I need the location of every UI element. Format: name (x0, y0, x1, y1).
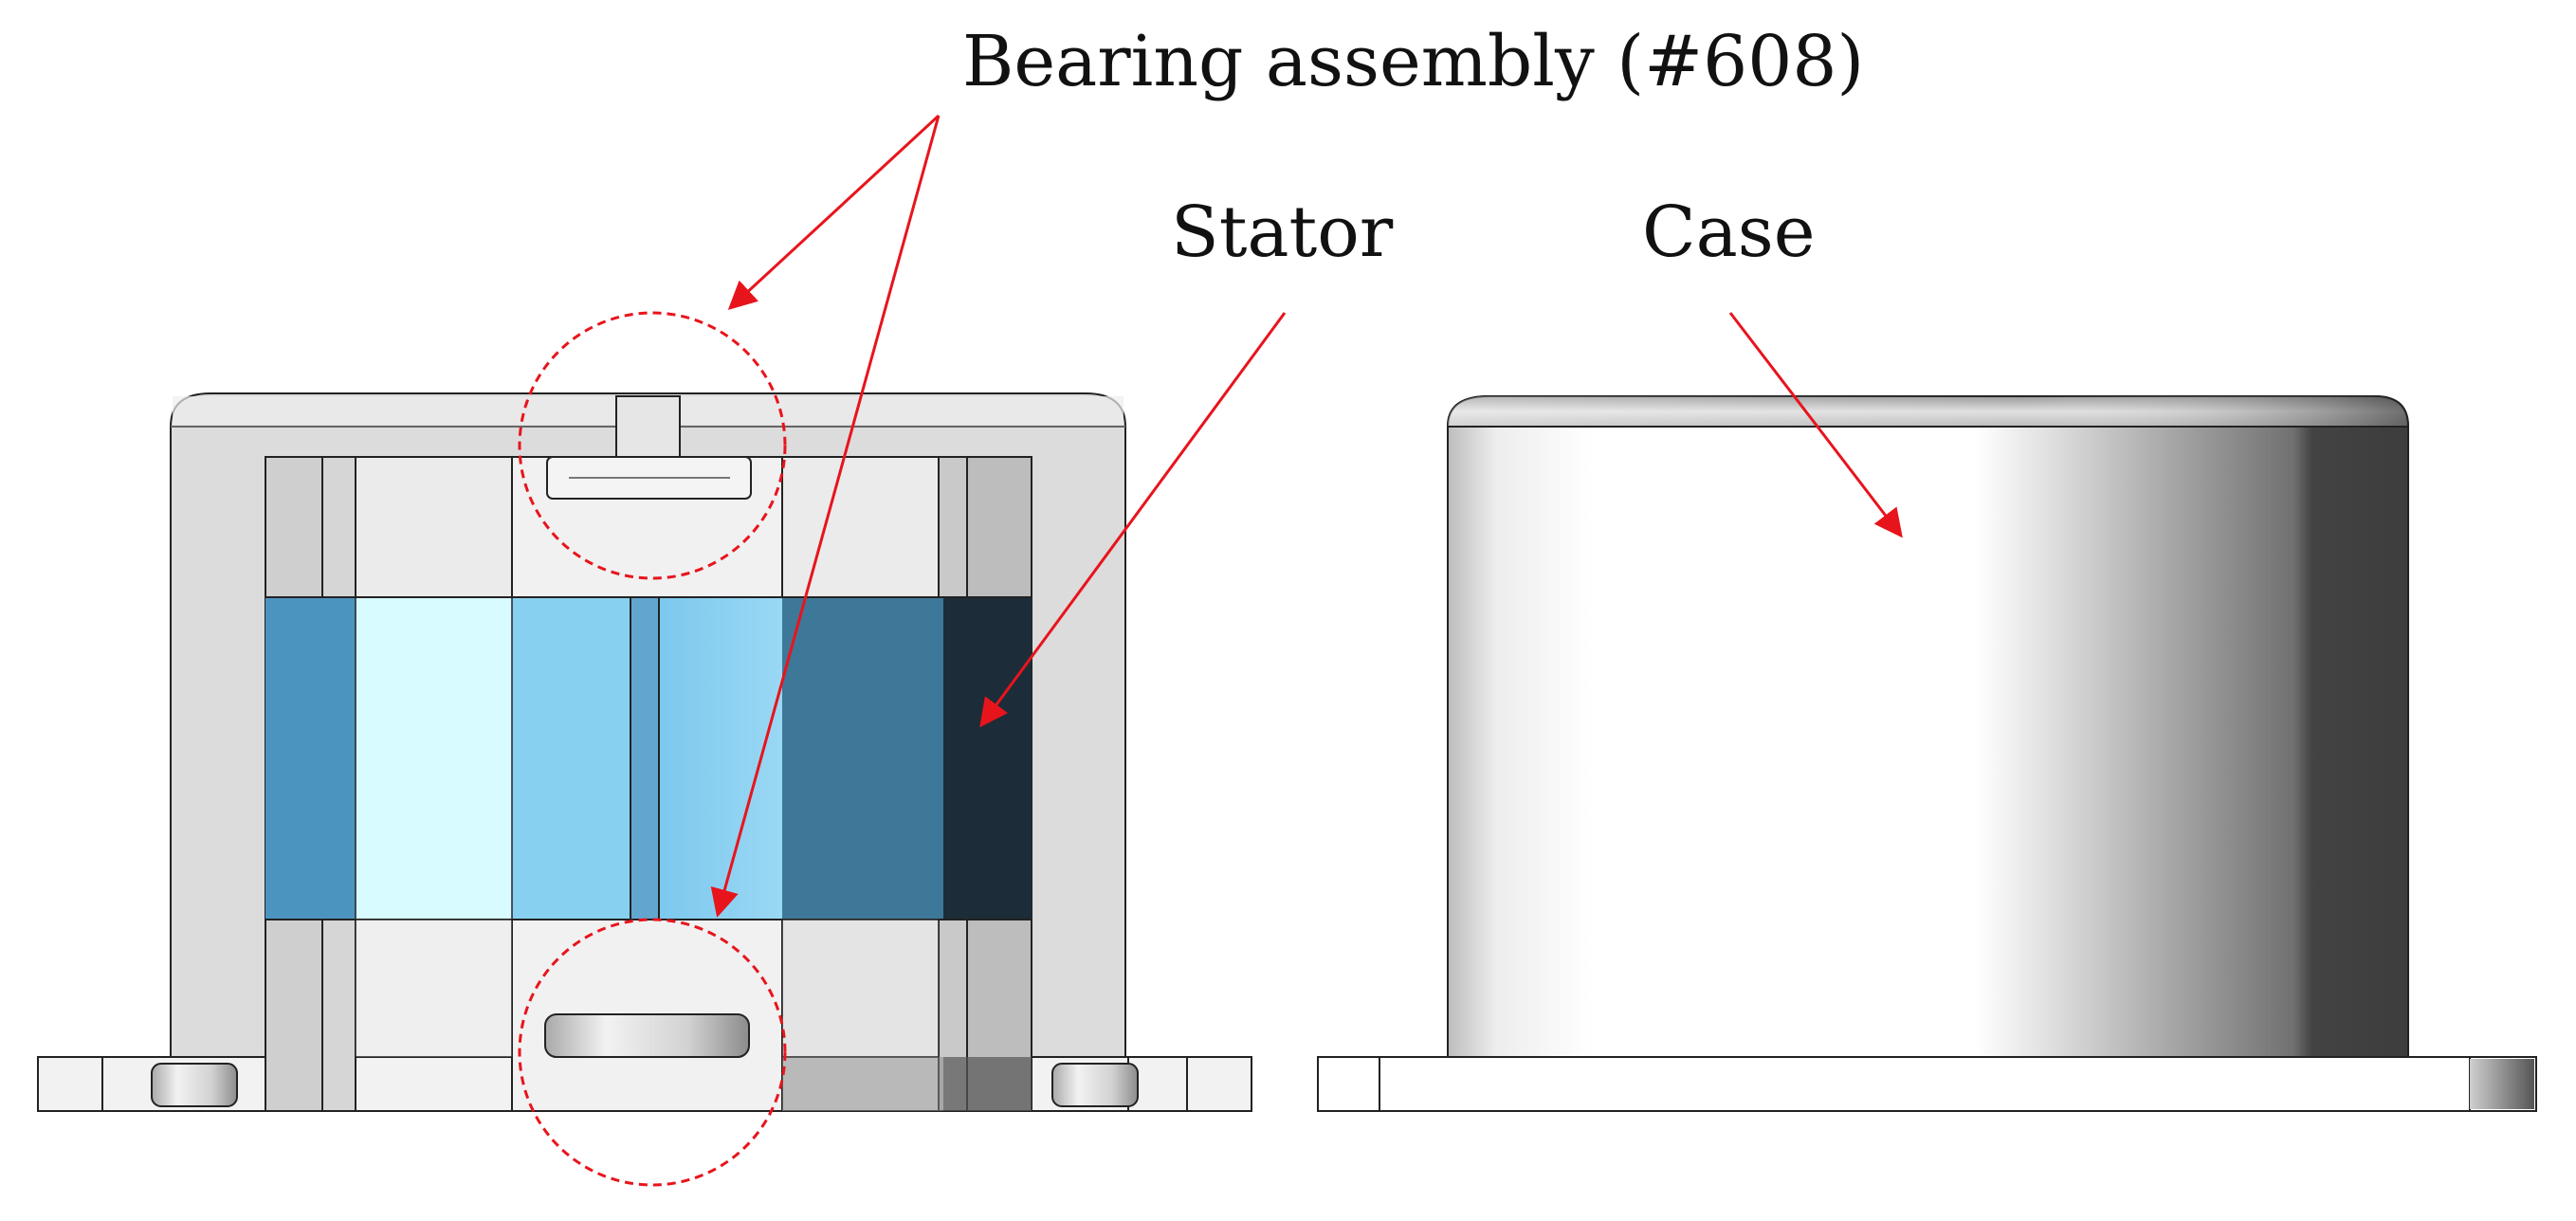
annotations (518, 114, 1903, 1187)
cross-section-view (37, 392, 1252, 1112)
bearing-assembly-label: Bearing assembly (#608) (962, 21, 1864, 102)
stator (265, 596, 1032, 920)
bearing-arrow-bottom (710, 115, 941, 918)
bottom-bearing (544, 1013, 750, 1058)
case-base-plate (1317, 1056, 2537, 1112)
stator-label: Stator (1171, 191, 1394, 273)
left-bolt-bump (151, 1063, 238, 1107)
bottom-bearing-circle (518, 918, 787, 1187)
top-bearing-boss (615, 395, 681, 458)
case-body (1447, 395, 2409, 1058)
case-label: Case (1642, 191, 1816, 273)
top-bearing-circle (518, 311, 787, 580)
case-arrow (1728, 312, 1903, 538)
case-view (1317, 395, 2537, 1112)
stator-arrow (979, 312, 1287, 728)
right-bolt-bump (1051, 1063, 1139, 1107)
bearing-arrow-top (727, 114, 941, 311)
